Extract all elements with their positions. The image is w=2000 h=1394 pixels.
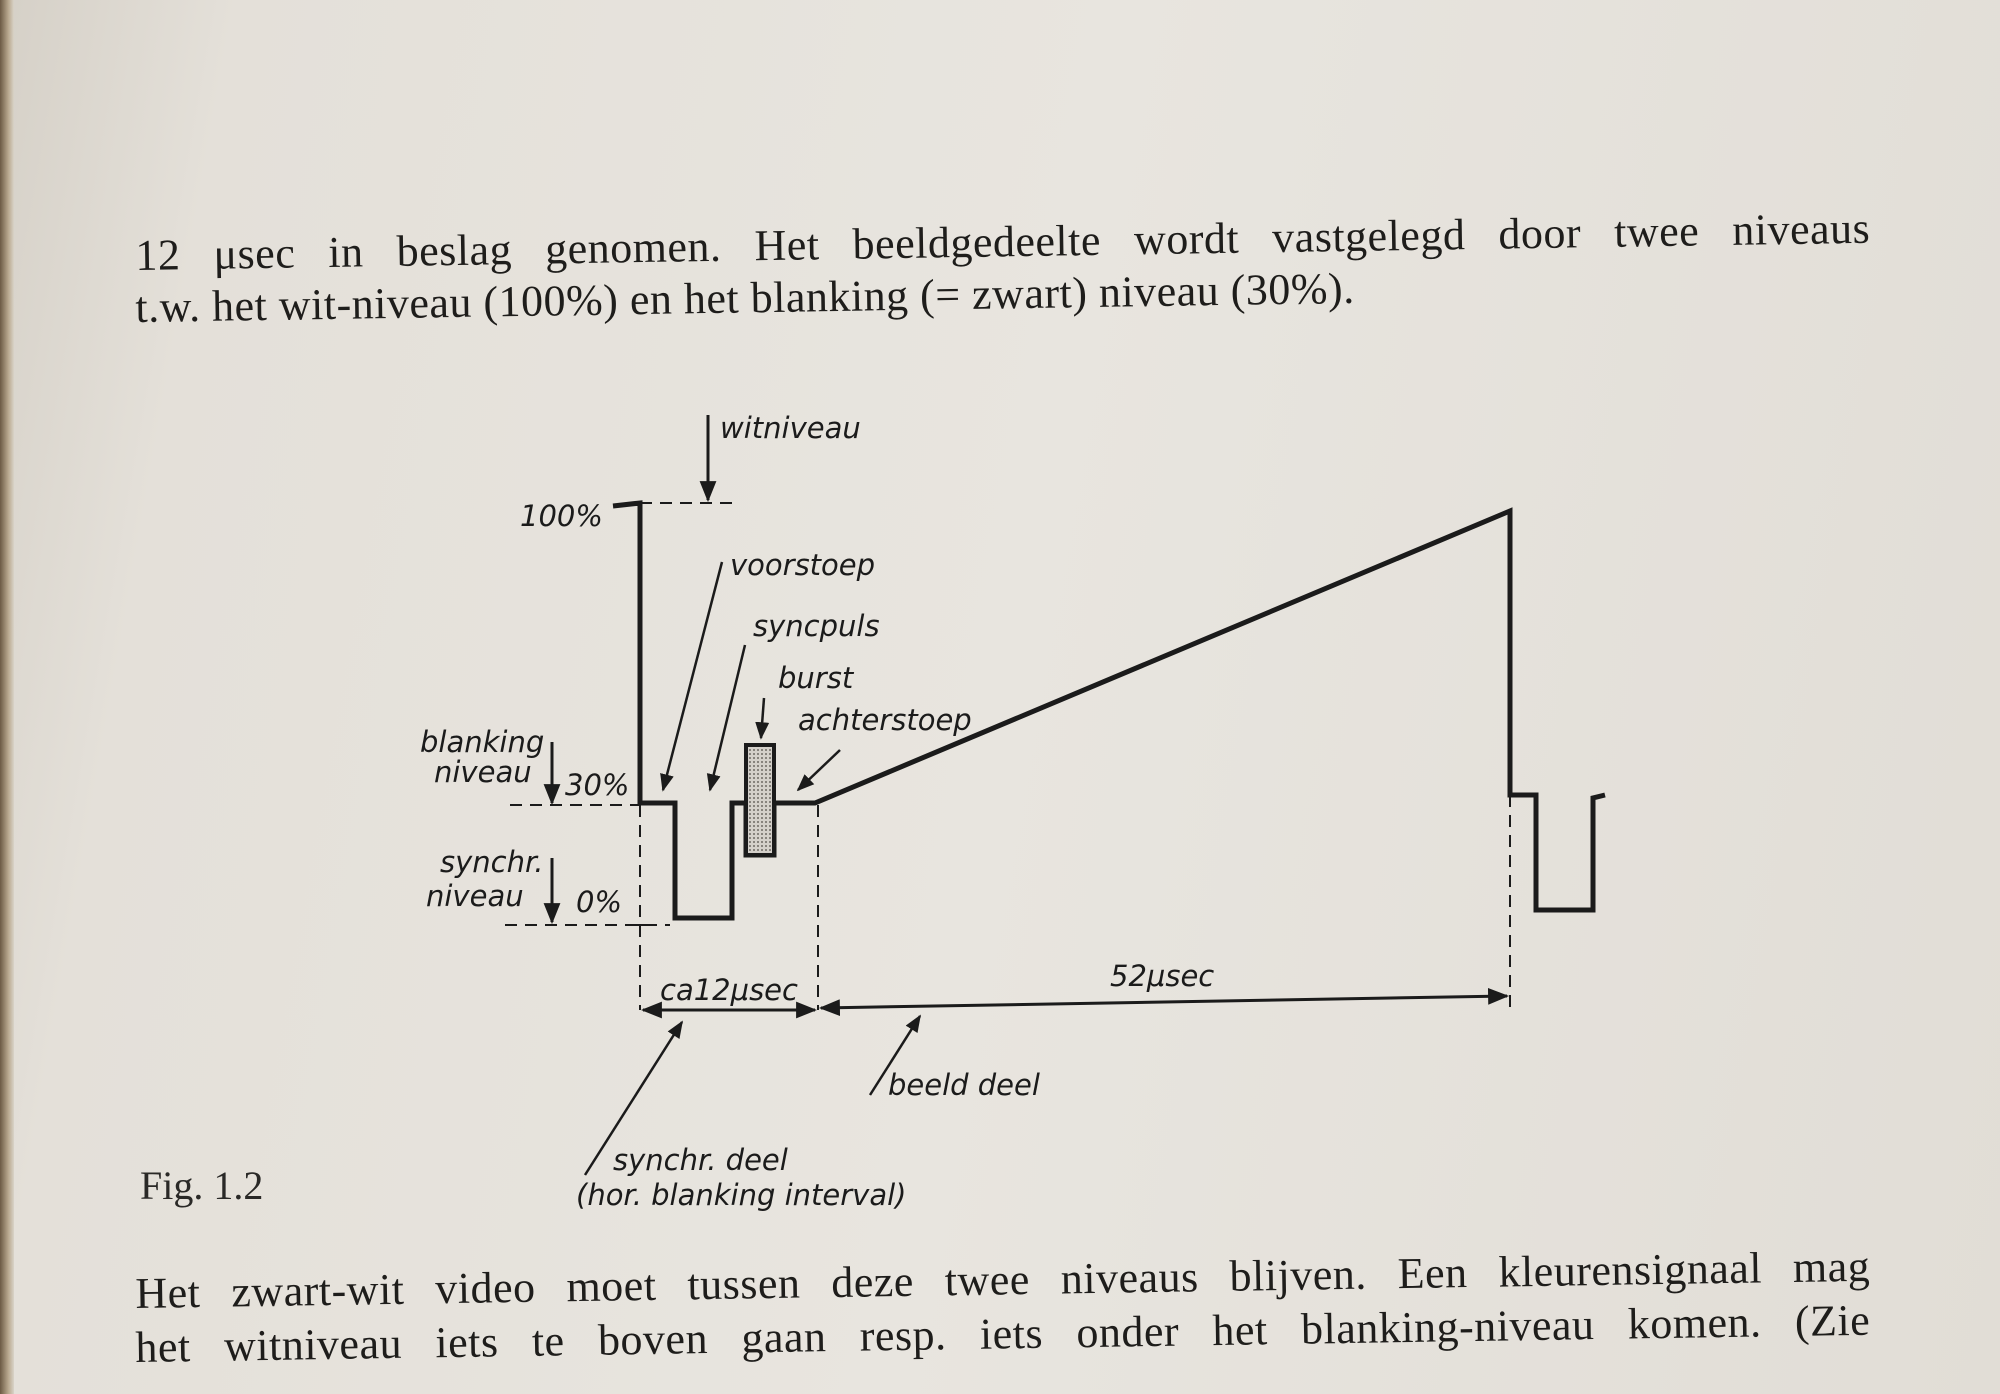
label-beeld-deel: beeld deel [888,1068,1040,1102]
label-sync-duration: ca12μsec [660,973,798,1007]
label-synchr-deel: synchr. deel [613,1143,788,1177]
book-spine [0,0,14,1394]
label-witniveau: witniveau [720,411,861,445]
label-image-duration: 52μsec [1110,959,1214,993]
label-0-percent: 0% [576,885,622,919]
label-blanking-2: niveau [434,755,532,789]
label-burst: burst [778,661,855,695]
label-synchr-2: niveau [426,879,524,913]
label-synchr-1: synchr. [440,845,543,879]
label-syncpuls: syncpuls [753,609,880,643]
label-achterstoep: achterstoep [798,703,972,737]
label-100-percent: 100% [520,499,603,533]
figure-caption: Fig. 1.2 [140,1163,264,1208]
dashed-guides [505,502,1511,1015]
label-voorstoep: voorstoep [730,548,875,582]
label-hor-blanking: (hor. blanking interval) [576,1178,906,1212]
label-blanking-1: blanking [420,725,544,759]
burst-block [744,743,776,857]
label-30-percent: 30% [565,768,629,802]
book-page [14,0,2000,1394]
